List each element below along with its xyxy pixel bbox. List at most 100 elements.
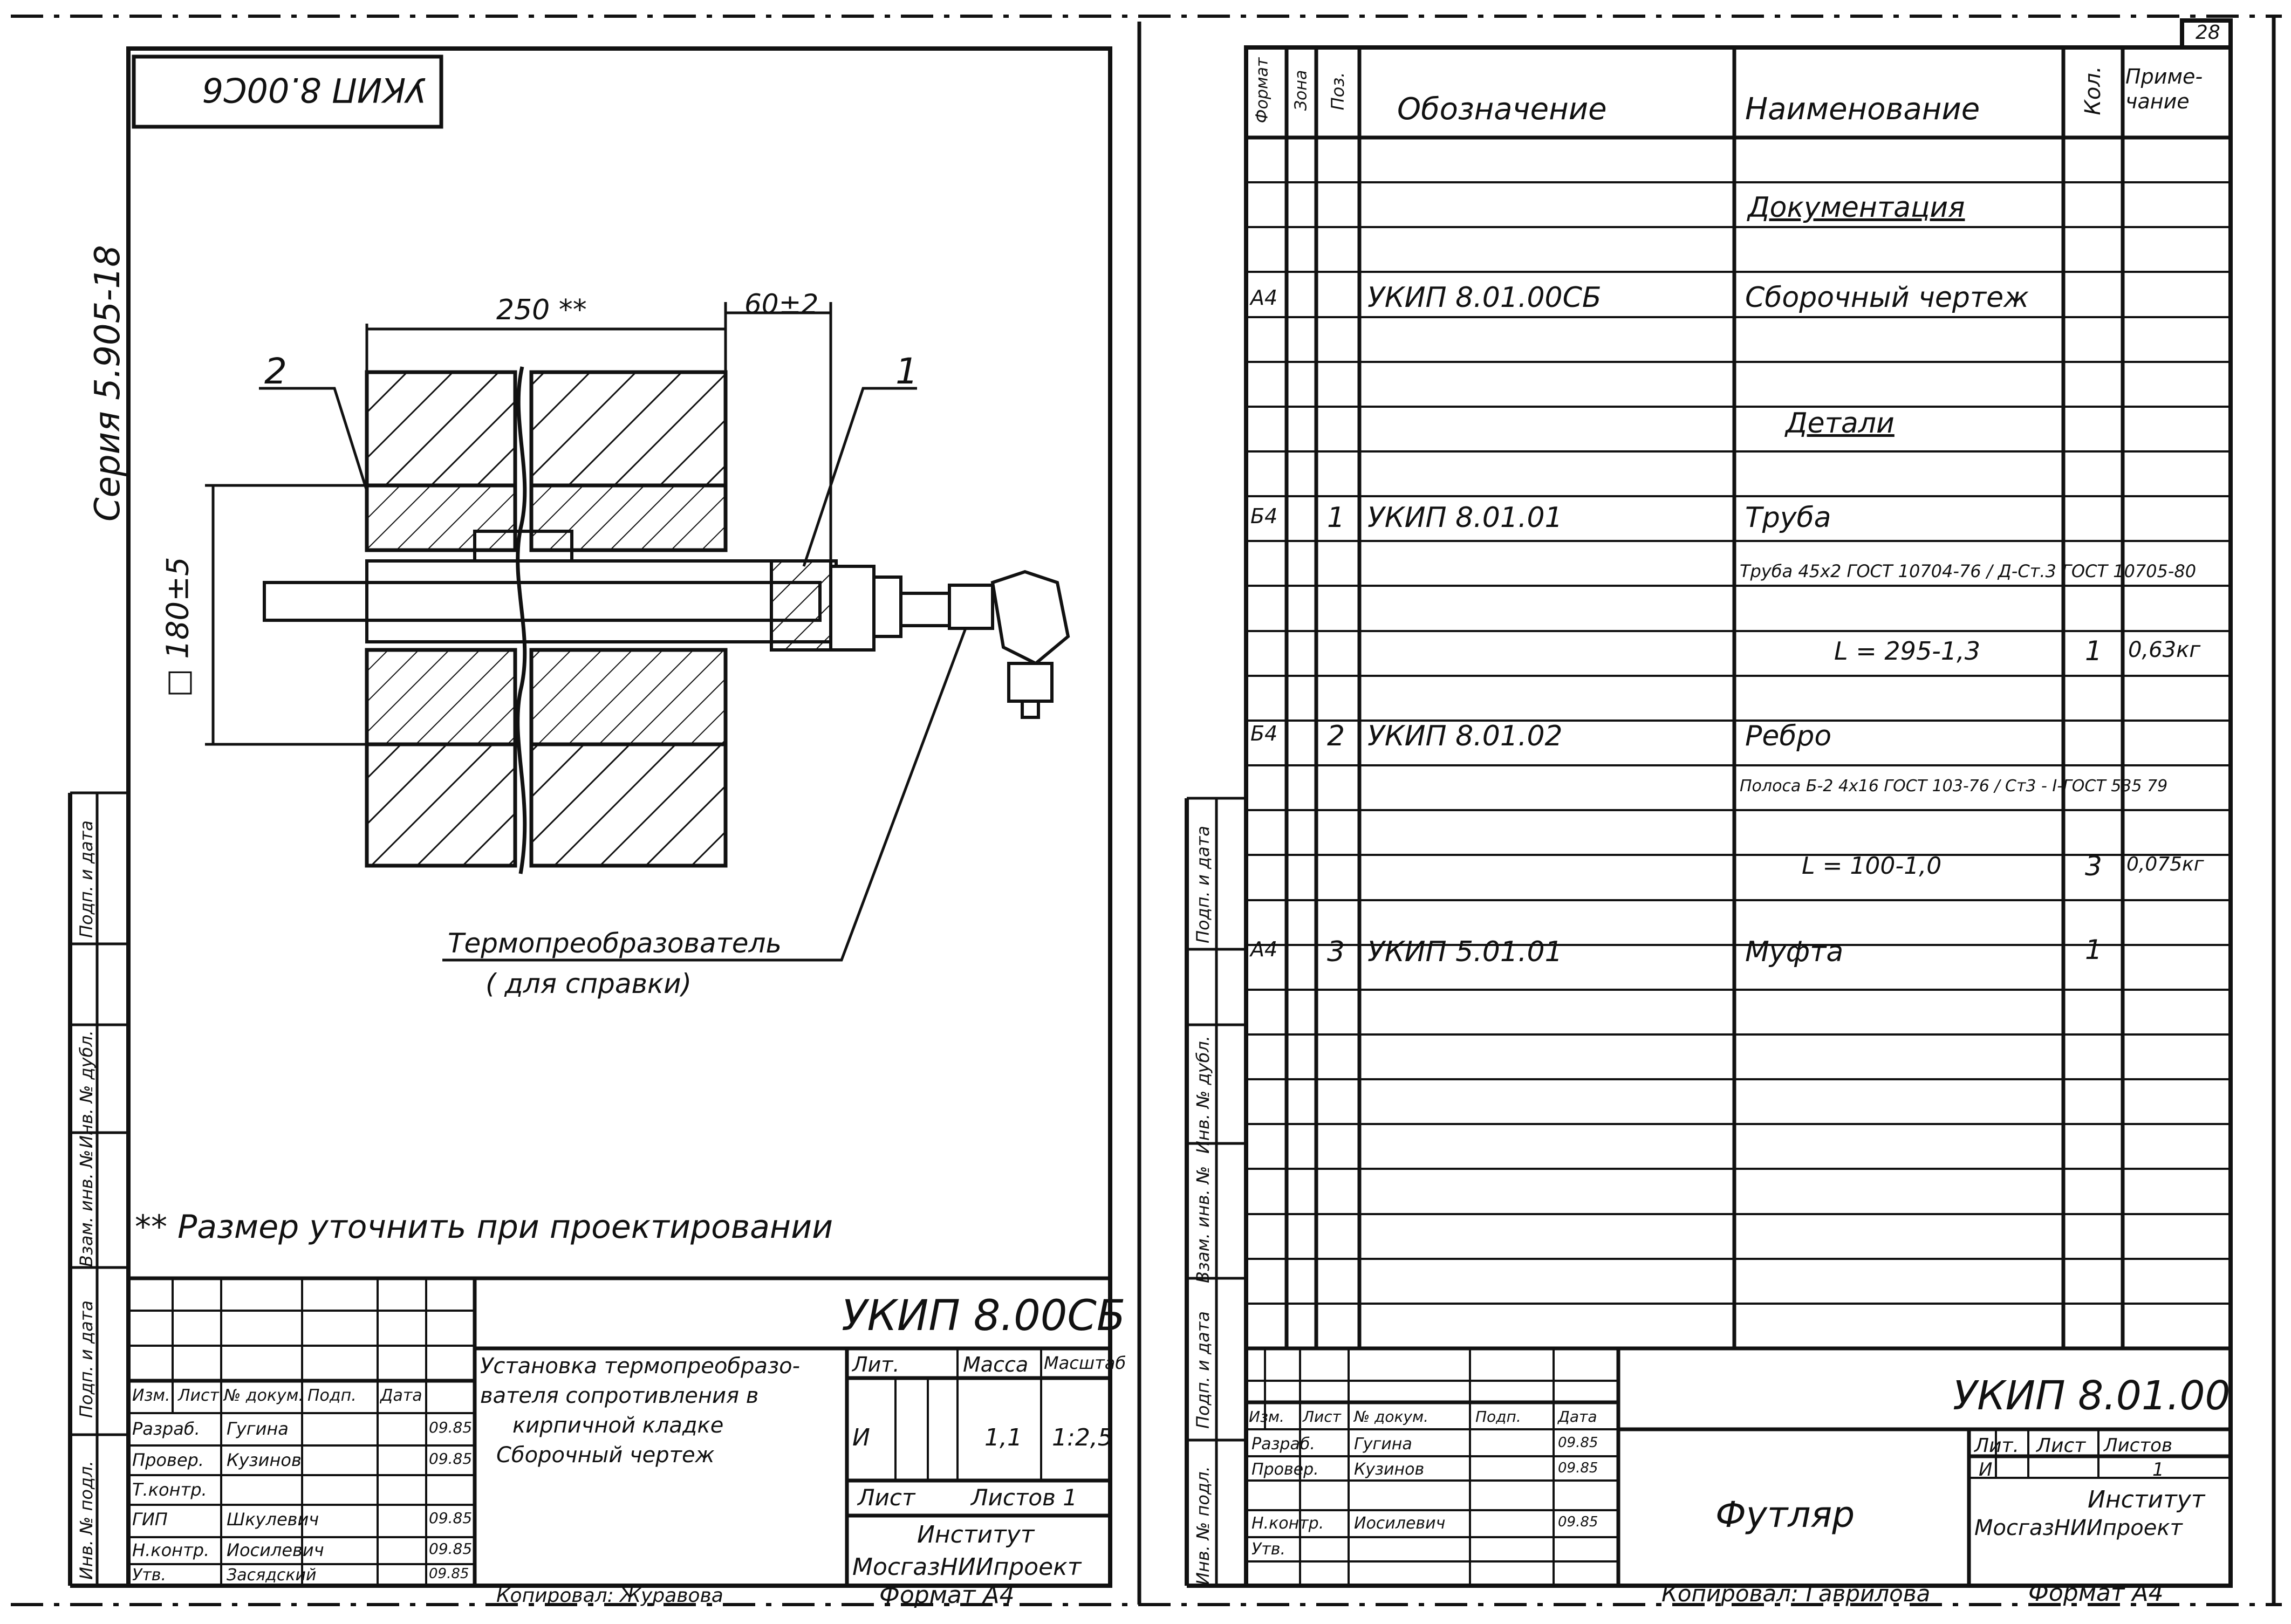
sig-date: 09.85 (429, 1566, 469, 1582)
side-strip-label: Инв. № подл. (1193, 1466, 1213, 1585)
side-strip-label: Инв. № дубл. (1193, 1036, 1213, 1154)
right-org-line1: Институт (2088, 1486, 2205, 1513)
sig-role: Провер. (132, 1450, 204, 1470)
sig-name: Гугина (1354, 1435, 1412, 1454)
sig-name: Иосилевич (227, 1540, 324, 1560)
spec-cell-pos: 2 (1327, 720, 1345, 752)
spec-cell-pos: 1 (1327, 502, 1345, 534)
sig-name: Кузинов (227, 1450, 302, 1470)
spec-cell-format: Б4 (1250, 504, 1278, 528)
spec-cell-name: L = 100-1,0 (1802, 852, 1942, 880)
scale-label: Масштаб (1044, 1353, 1126, 1373)
spec-cell-pos: 3 (1327, 936, 1345, 968)
sig-name: Кузинов (1354, 1460, 1425, 1479)
dimension-right: 60±2 (744, 289, 819, 320)
spec-cell-name: L = 295-1,3 (1834, 636, 1980, 666)
sig-role: Разраб. (1251, 1435, 1315, 1454)
spec-header-note: Приме- чание (2125, 65, 2203, 113)
sig-name: Шкулевич (227, 1509, 319, 1530)
spec-cell-qty: 3 (2085, 851, 2102, 882)
sig-role: Утв. (1251, 1540, 1285, 1559)
header-col: Подп. (1475, 1408, 1521, 1426)
description-line: вателя сопротивления в (480, 1383, 759, 1408)
dimension-left: □ 180±5 (160, 557, 196, 697)
side-strip-label: Подп. и дата (1193, 826, 1213, 943)
page-number: 28 (2196, 22, 2220, 44)
sig-name: Иосилевич (1354, 1514, 1446, 1533)
leader-label-1: 1 (895, 351, 918, 392)
right-lit-value: И (1979, 1459, 1993, 1481)
right-sheets-label: Листов (2104, 1435, 2173, 1456)
spec-cell-note: 0,075кг (2126, 853, 2204, 875)
spec-cell-format: А4 (1250, 286, 1278, 310)
sig-role: Утв. (132, 1566, 166, 1585)
sheets-label: Листов 1 (971, 1484, 1077, 1511)
sig-role: ГИП (132, 1509, 168, 1530)
org-line1: Институт (917, 1521, 1035, 1548)
spec-cell-name: Полоса Б-2 4х16 ГОСТ 103-76 / Ст3 - I-ГО… (1740, 777, 2168, 796)
org-line2: МосгазНИИпроект (852, 1553, 1082, 1581)
spec-section-title: Документация (1748, 191, 1965, 224)
right-title-name: Футляр (1715, 1494, 1855, 1536)
sensor-note: ( для справки) (485, 968, 692, 999)
spec-header-name: Наименование (1745, 92, 1980, 127)
sig-date: 09.85 (1558, 1460, 1598, 1476)
spec-cell-name: Сборочный чертеж (1745, 282, 2029, 314)
right-org-line2: МосгазНИИпроект (1974, 1516, 2183, 1540)
spec-cell-name: Труба (1745, 502, 1831, 534)
spec-cell-code: УКИП 8.01.02 (1367, 720, 1563, 752)
sig-role: Н.контр. (1251, 1514, 1324, 1533)
spec-header-code: Обозначение (1397, 92, 1607, 127)
dimension-top: 250 ** (496, 294, 587, 326)
leader-label-2: 2 (264, 351, 287, 392)
spec-header-qty: Кол. (2081, 66, 2105, 115)
header-col: Лист (1303, 1408, 1341, 1426)
side-strip-label: Подп. и дата (76, 820, 97, 938)
header-col: Подп. (307, 1386, 357, 1405)
spec-cell-name: Муфта (1745, 936, 1844, 968)
sig-name: Гугина (227, 1419, 289, 1439)
side-strip-label: Подп. и дата (76, 1300, 97, 1418)
left-format: Формат А4 (879, 1581, 1015, 1609)
description-line: Установка термопреобразо- (480, 1354, 801, 1379)
sig-role: Н.контр. (132, 1540, 210, 1560)
spec-cell-format: А4 (1250, 937, 1278, 961)
header-col: Лист (178, 1386, 220, 1405)
side-strip-label: Взам. инв. № (1193, 1166, 1213, 1283)
sig-date: 09.85 (429, 1509, 473, 1527)
sig-role: Провер. (1251, 1460, 1319, 1479)
sig-role: Разраб. (132, 1419, 200, 1439)
header-col: № докум. (1354, 1408, 1429, 1426)
spec-header-zone: Зона (1291, 70, 1311, 111)
sig-date: 09.85 (429, 1540, 473, 1558)
right-sheets-value: 1 (2152, 1459, 2164, 1481)
series-label: Серия 5.905-18 (88, 245, 128, 522)
footnote: ** Размер уточнить при проектировании (135, 1208, 833, 1246)
spec-cell-code: УКИП 8.01.00СБ (1367, 282, 1602, 314)
right-format: Формат А4 (2028, 1579, 2164, 1607)
header-col: Изм. (1249, 1408, 1284, 1426)
scale-value: 1:2,5 (1052, 1424, 1113, 1451)
left-title-code: УКИП 8.00СБ (842, 1292, 1126, 1340)
spec-cell-code: УКИП 5.01.01 (1367, 936, 1563, 968)
sig-date: 09.85 (1558, 1435, 1598, 1451)
spec-section-title: Детали (1786, 407, 1895, 440)
doc-code-stamp: УКИП 8.00С6 (202, 70, 426, 109)
mass-value: 1,1 (984, 1424, 1022, 1451)
sig-date: 09.85 (429, 1450, 473, 1468)
spec-cell-name: Ребро (1745, 720, 1832, 752)
sheet-label: Лист (858, 1484, 915, 1511)
spec-header-pos: Поз. (1328, 72, 1348, 111)
right-copied-by: Копировал: Гаврилова (1661, 1580, 1931, 1607)
sig-role: Т.контр. (132, 1479, 207, 1500)
header-col: Дата (1558, 1408, 1597, 1426)
lit-label: Лит. (852, 1353, 900, 1376)
spec-cell-name: Труба 45х2 ГОСТ 10704-76 / Д-Ст.3 ГОСТ 1… (1740, 561, 2197, 581)
sig-date: 09.85 (1558, 1514, 1598, 1530)
right-title-code: УКИП 8.01.00 (1953, 1373, 2231, 1419)
spec-cell-note: 0,63кг (2128, 638, 2201, 662)
left-copied-by: Копировал: Журавова (496, 1585, 723, 1607)
spec-cell-format: Б4 (1250, 722, 1278, 745)
header-col: № докум. (224, 1386, 304, 1405)
